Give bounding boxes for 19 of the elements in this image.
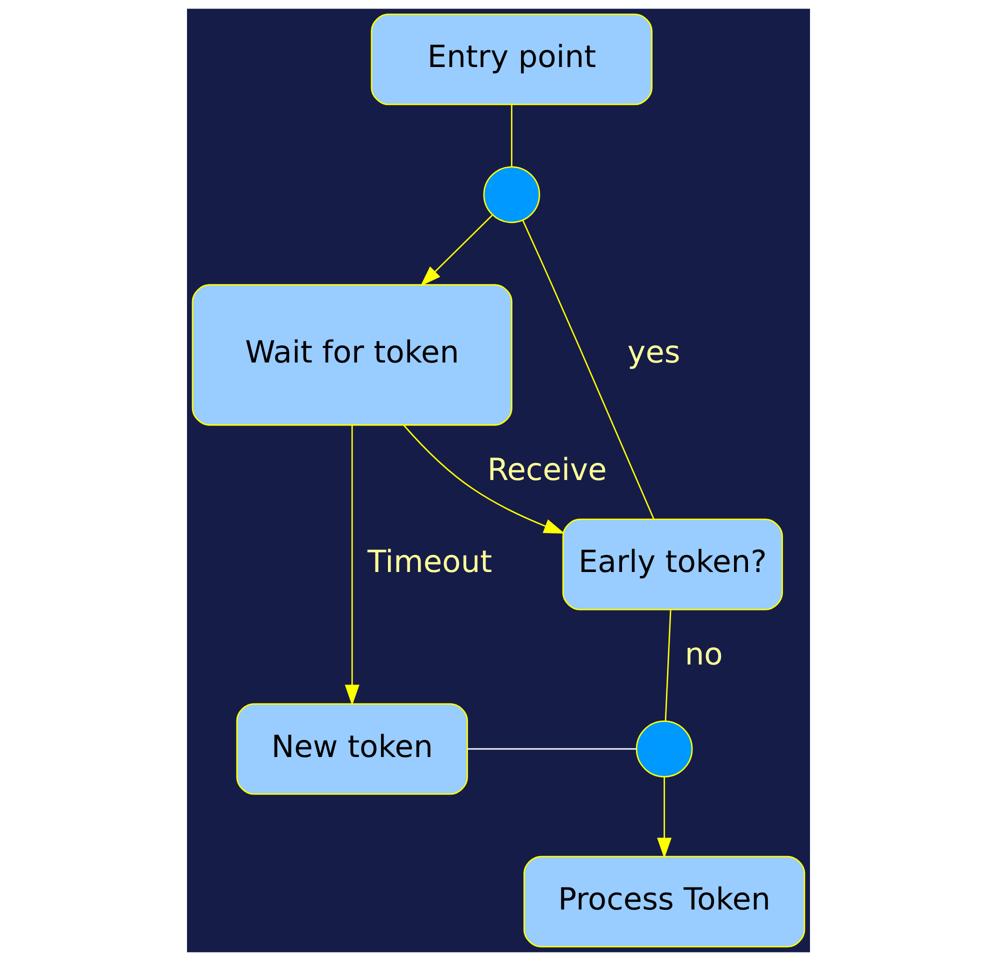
node-box: Wait for token [191,284,512,426]
node-box: New token [236,703,468,795]
node-box: Entry point [370,14,652,106]
node-circle [635,720,692,778]
edge-label: no [684,637,722,672]
node-box: Early token? [562,518,782,610]
edge-label: yes [627,336,680,371]
connector [664,610,671,721]
connector [510,104,512,167]
arrow [402,424,564,534]
edge-label: Timeout [366,545,492,580]
arrow [656,776,672,859]
connector [466,748,636,750]
connector [522,220,654,520]
node-box: Process Token [522,856,805,948]
node-circle [482,166,540,224]
edge-label: Receive [486,452,606,488]
arrow [420,214,492,286]
arrow [344,425,359,706]
